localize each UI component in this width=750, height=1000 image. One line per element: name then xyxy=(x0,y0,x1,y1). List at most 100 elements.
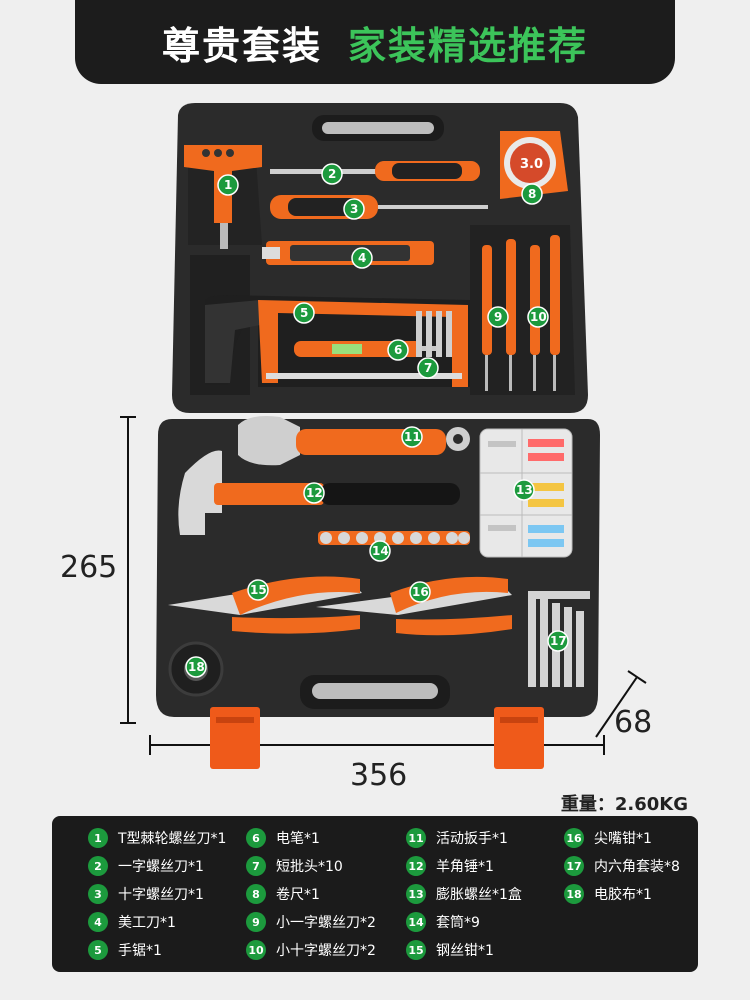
badge-5: 5 xyxy=(293,302,315,324)
tape-measure-label: 3.0 xyxy=(520,157,543,172)
legend-label: 活动扳手*1 xyxy=(436,831,508,847)
item-legend-panel: 1 T型棘轮螺丝刀*1 2 一字螺丝刀*1 3 十字螺丝刀*1 4 美工刀*1 5 手锯*1 6 电笔… xyxy=(52,816,698,972)
badge-3: 3 xyxy=(343,198,365,220)
badge-11: 11 xyxy=(401,426,423,448)
badge-13: 13 xyxy=(513,479,535,501)
dimension-depth: 68 xyxy=(614,705,653,740)
svg-text:6: 6 xyxy=(394,343,402,357)
dimension-width: 356 xyxy=(350,758,408,793)
svg-text:16: 16 xyxy=(412,585,429,599)
badge-17: 17 xyxy=(547,630,569,652)
svg-text:1: 1 xyxy=(224,178,232,192)
legend-label: 小一字螺丝刀*2 xyxy=(276,915,376,931)
legend-number-badge: 5 xyxy=(88,940,108,960)
legend-label: T型棘轮螺丝刀*1 xyxy=(118,831,227,847)
legend-item: 14 套筒*9 xyxy=(406,908,564,936)
legend-item: 2 一字螺丝刀*1 xyxy=(88,852,246,880)
badge-4: 4 xyxy=(351,247,373,269)
legend-number-badge: 11 xyxy=(406,828,426,848)
legend-label: 卷尺*1 xyxy=(276,887,320,903)
legend-number-badge: 6 xyxy=(246,828,266,848)
legend-item: 3 十字螺丝刀*1 xyxy=(88,880,246,908)
badge-12: 12 xyxy=(303,482,325,504)
legend-number-badge: 12 xyxy=(406,856,426,876)
legend-label: 小十字螺丝刀*2 xyxy=(276,943,376,959)
toolbox-picture: 3.0 xyxy=(0,95,750,785)
legend-item: 5 手锯*1 xyxy=(88,936,246,964)
svg-text:17: 17 xyxy=(550,634,567,648)
legend-item: 9 小一字螺丝刀*2 xyxy=(246,908,406,936)
legend-number-badge: 13 xyxy=(406,884,426,904)
legend-item: 4 美工刀*1 xyxy=(88,908,246,936)
legend-number-badge: 7 xyxy=(246,856,266,876)
legend-item: 6 电笔*1 xyxy=(246,824,406,852)
dimension-height: 265 xyxy=(60,550,118,585)
legend-item: 7 短批头*10 xyxy=(246,852,406,880)
svg-text:5: 5 xyxy=(300,306,308,320)
legend-item: 16 尖嘴钳*1 xyxy=(564,824,714,852)
badge-14: 14 xyxy=(369,540,391,562)
svg-text:2: 2 xyxy=(328,167,336,181)
svg-text:14: 14 xyxy=(372,544,389,558)
badge-9: 9 xyxy=(487,306,509,328)
legend-number-badge: 9 xyxy=(246,912,266,932)
svg-text:18: 18 xyxy=(188,660,205,674)
legend-label: 套筒*9 xyxy=(436,915,480,931)
legend-item: 10 小十字螺丝刀*2 xyxy=(246,936,406,964)
legend-item: 1 T型棘轮螺丝刀*1 xyxy=(88,824,246,852)
legend-item: 13 膨胀螺丝*1盒 xyxy=(406,880,564,908)
legend-label: 膨胀螺丝*1盒 xyxy=(436,887,522,903)
svg-text:13: 13 xyxy=(516,483,533,497)
legend-label: 十字螺丝刀*1 xyxy=(118,887,204,903)
badge-2: 2 xyxy=(321,163,343,185)
legend-label: 美工刀*1 xyxy=(118,915,176,931)
legend-item: 12 羊角锤*1 xyxy=(406,852,564,880)
legend-item: 17 内六角套装*8 xyxy=(564,852,714,880)
legend-item: 15 钢丝钳*1 xyxy=(406,936,564,964)
svg-text:8: 8 xyxy=(528,187,536,201)
svg-text:11: 11 xyxy=(404,430,421,444)
legend-label: 短批头*10 xyxy=(276,859,343,875)
badge-18: 18 xyxy=(185,656,207,678)
badge-16: 16 xyxy=(409,581,431,603)
badge-8: 8 xyxy=(521,183,543,205)
legend-item: 8 卷尺*1 xyxy=(246,880,406,908)
header-banner: 尊贵套装 家装精选推荐 xyxy=(75,0,675,84)
legend-number-badge: 8 xyxy=(246,884,266,904)
legend-label: 手锯*1 xyxy=(118,943,162,959)
legend-number-badge: 17 xyxy=(564,856,584,876)
svg-text:3: 3 xyxy=(350,202,358,216)
svg-text:7: 7 xyxy=(424,361,432,375)
legend-number-badge: 1 xyxy=(88,828,108,848)
legend-label: 一字螺丝刀*1 xyxy=(118,859,204,875)
legend-label: 尖嘴钳*1 xyxy=(594,831,652,847)
svg-text:12: 12 xyxy=(306,486,323,500)
svg-text:15: 15 xyxy=(250,583,267,597)
legend-label: 钢丝钳*1 xyxy=(436,943,494,959)
legend-label: 电笔*1 xyxy=(276,831,320,847)
legend-number-badge: 2 xyxy=(88,856,108,876)
legend-number-badge: 18 xyxy=(564,884,584,904)
item-number-badges: 1 2 3 4 5 6 7 8 9 10 11 12 13 14 15 16 1… xyxy=(185,163,569,678)
legend-number-badge: 4 xyxy=(88,912,108,932)
legend-label: 羊角锤*1 xyxy=(436,859,494,875)
legend-label: 内六角套装*8 xyxy=(594,859,680,875)
legend-label: 电胶布*1 xyxy=(594,887,652,903)
weight-label: 重量：2.60KG xyxy=(560,794,688,815)
badge-15: 15 xyxy=(247,579,269,601)
header-title-white: 尊贵套装 xyxy=(161,23,322,68)
badge-10: 10 xyxy=(527,306,549,328)
legend-number-badge: 3 xyxy=(88,884,108,904)
legend-number-badge: 10 xyxy=(246,940,266,960)
badge-7: 7 xyxy=(417,357,439,379)
legend-number-badge: 15 xyxy=(406,940,426,960)
svg-text:4: 4 xyxy=(358,251,366,265)
legend-number-badge: 16 xyxy=(564,828,584,848)
svg-text:10: 10 xyxy=(530,310,547,324)
legend-number-badge: 14 xyxy=(406,912,426,932)
badge-1: 1 xyxy=(217,174,239,196)
legend-item: 11 活动扳手*1 xyxy=(406,824,564,852)
header-title-green: 家装精选推荐 xyxy=(348,23,589,68)
svg-text:9: 9 xyxy=(494,310,502,324)
badge-6: 6 xyxy=(387,339,409,361)
